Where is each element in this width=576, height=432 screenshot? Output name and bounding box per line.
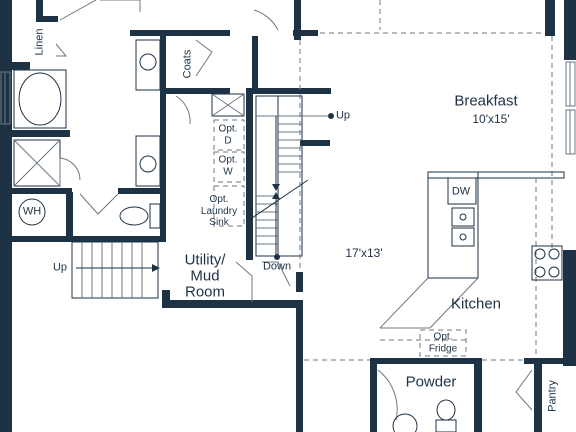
optional-dryer-label: Opt. D xyxy=(218,123,238,147)
breakfast-room-dimensions: 10'x15' xyxy=(472,112,510,127)
linen-closet-label: Linen xyxy=(33,28,46,56)
optional-fridge-label: Opt. Fridge xyxy=(428,331,458,355)
stair-up-main-label: Up xyxy=(335,109,351,122)
stair-down-label: Down xyxy=(262,260,292,273)
kitchen-room-name: Kitchen xyxy=(450,295,502,313)
dishwasher-label: DW xyxy=(451,185,471,198)
pantry-label: Pantry xyxy=(546,380,559,412)
utility-mud-room-name: Utility/ Mud Room xyxy=(184,251,226,300)
family-room-dimensions: 17'x13' xyxy=(345,246,383,261)
optional-washer-label: Opt. W xyxy=(218,154,238,178)
powder-room-name: Powder xyxy=(405,373,457,391)
stair-up-lower-label: Up xyxy=(52,261,68,274)
water-heater-label: WH xyxy=(22,205,42,218)
breakfast-room-name: Breakfast xyxy=(454,92,518,110)
optional-laundry-sink-label: Opt. Laundry Sink xyxy=(200,193,238,228)
coats-closet-label: Coats xyxy=(181,49,194,79)
